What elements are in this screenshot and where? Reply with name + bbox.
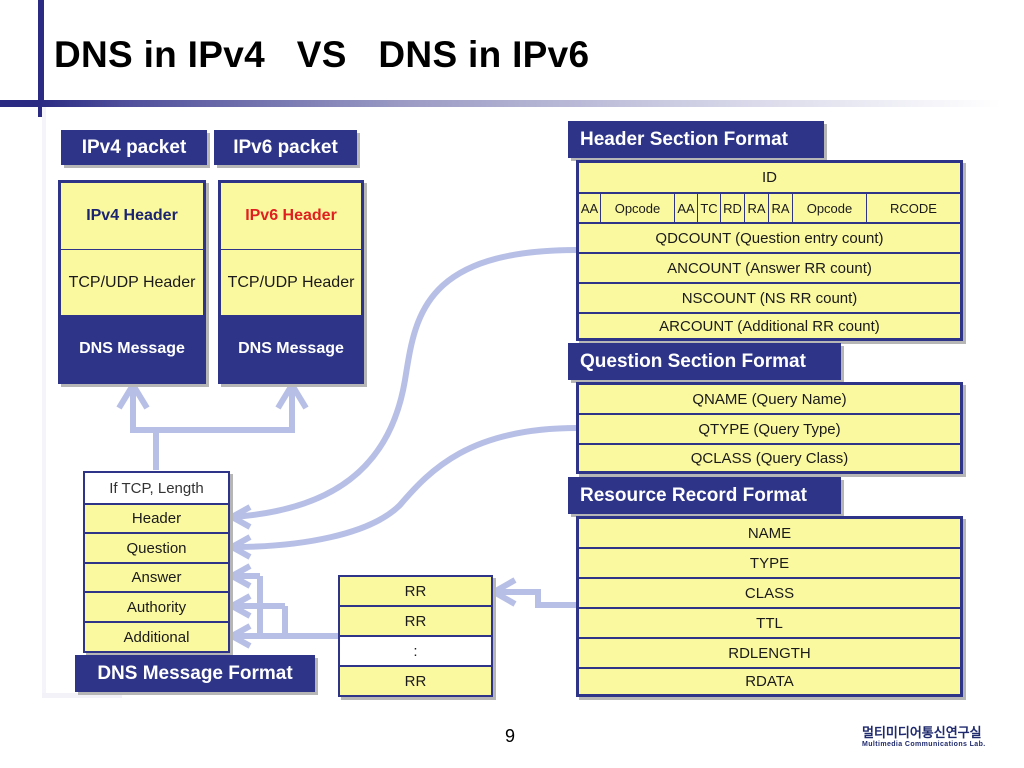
header-flag-aa: AA bbox=[579, 194, 600, 222]
ipv6-packet-label: IPv6 packet bbox=[214, 130, 357, 165]
lab-name-korean: 멀티미디어통신연구실 bbox=[862, 726, 982, 741]
lab-name-english: Multimedia Communications Lab. bbox=[862, 741, 986, 748]
dns-msg-question: Question bbox=[85, 534, 228, 562]
ipv4-tcpudp-cell: TCP/UDP Header bbox=[61, 250, 203, 315]
rr-list-ellipsis: : bbox=[340, 637, 491, 665]
question-qname: QNAME (Query Name) bbox=[579, 385, 960, 413]
dns-msg-answer: Answer bbox=[85, 564, 228, 591]
arrow-to-ipv6-dns bbox=[156, 385, 295, 433]
header-flag-ra: RA bbox=[745, 194, 768, 222]
dns-msg-header: Header bbox=[85, 505, 228, 532]
header-flag-rcode: RCODE bbox=[867, 194, 960, 222]
resource-record-table: NAME TYPE CLASS TTL RDLENGTH RDATA bbox=[576, 516, 963, 697]
content-guide-line-bottom bbox=[42, 693, 122, 698]
arrowhead-question bbox=[225, 534, 252, 560]
header-flag-aa-2: AA bbox=[675, 194, 697, 222]
content-guide-line bbox=[42, 107, 46, 697]
rr-format-rdata: RDATA bbox=[579, 669, 960, 694]
header-qdcount: QDCOUNT (Question entry count) bbox=[579, 224, 960, 252]
arrowhead-rr bbox=[487, 577, 517, 607]
header-ancount: ANCOUNT (Answer RR count) bbox=[579, 254, 960, 282]
header-nscount: NSCOUNT (NS RR count) bbox=[579, 284, 960, 312]
rr-list-item: RR bbox=[340, 607, 491, 635]
header-arcount: ARCOUNT (Additional RR count) bbox=[579, 314, 960, 338]
header-id-cell: ID bbox=[579, 163, 960, 192]
rr-list-item: RR bbox=[340, 667, 491, 695]
ipv4-header-cell: IPv4 Header bbox=[61, 183, 203, 249]
rr-list-table: RR RR : RR bbox=[338, 575, 493, 697]
rr-format-ttl: TTL bbox=[579, 609, 960, 637]
dns-message-table: If TCP, Length Header Question Answer Au… bbox=[83, 471, 230, 653]
arrowhead-header bbox=[225, 504, 252, 530]
question-section-label: Question Section Format bbox=[568, 343, 841, 380]
dns-msg-length: If TCP, Length bbox=[85, 473, 228, 503]
dns-msg-authority: Authority bbox=[85, 593, 228, 621]
question-qtype: QTYPE (Query Type) bbox=[579, 415, 960, 443]
title-underline bbox=[0, 100, 1000, 107]
header-flag-tc: TC bbox=[698, 194, 720, 222]
arrowhead-ipv4 bbox=[116, 379, 150, 410]
curve-question-section-to-question bbox=[232, 425, 578, 550]
header-section-table: ID AA Opcode AA TC RD RA RA Opcode RCODE… bbox=[576, 160, 963, 341]
header-flag-opcode-2: Opcode bbox=[793, 194, 866, 222]
rr-format-name: NAME bbox=[579, 519, 960, 547]
rr-format-type: TYPE bbox=[579, 549, 960, 577]
title-accent-vertical bbox=[38, 0, 44, 117]
question-qclass: QCLASS (Query Class) bbox=[579, 445, 960, 471]
header-flag-opcode: Opcode bbox=[601, 194, 674, 222]
question-section-table: QNAME (Query Name) QTYPE (Query Type) QC… bbox=[576, 382, 963, 474]
slide-title: DNS in IPv4 VS DNS in IPv6 bbox=[54, 34, 590, 75]
resource-record-label: Resource Record Format bbox=[568, 477, 841, 514]
curve-header-section-to-header bbox=[232, 247, 578, 520]
rr-bracket bbox=[233, 573, 338, 639]
rr-format-class: CLASS bbox=[579, 579, 960, 607]
page-number: 9 bbox=[505, 726, 516, 746]
rr-list-item: RR bbox=[340, 577, 491, 605]
ipv6-tcpudp-cell: TCP/UDP Header bbox=[221, 250, 361, 315]
header-flag-ra-2: RA bbox=[769, 194, 792, 222]
dns-message-format-label: DNS Message Format bbox=[75, 655, 315, 692]
arrow-rr-format-to-rr bbox=[495, 589, 577, 608]
ipv4-dns-message-cell: DNS Message bbox=[61, 316, 203, 381]
header-section-label: Header Section Format bbox=[568, 121, 824, 158]
arrowhead-answer bbox=[225, 563, 252, 589]
dns-msg-additional: Additional bbox=[85, 623, 228, 651]
arrow-to-ipv4-dns bbox=[130, 385, 159, 470]
header-flag-rd: RD bbox=[721, 194, 744, 222]
ipv4-packet: IPv4 Header TCP/UDP Header DNS Message bbox=[58, 180, 206, 384]
rr-format-rdlength: RDLENGTH bbox=[579, 639, 960, 667]
ipv4-packet-label: IPv4 packet bbox=[61, 130, 207, 165]
arrowhead-ipv6 bbox=[275, 379, 309, 410]
ipv6-packet: IPv6 Header TCP/UDP Header DNS Message bbox=[218, 180, 364, 384]
arrowhead-authority bbox=[225, 593, 252, 619]
ipv6-dns-message-cell: DNS Message bbox=[221, 316, 361, 381]
arrowhead-additional bbox=[225, 623, 252, 649]
ipv6-header-cell: IPv6 Header bbox=[221, 183, 361, 249]
